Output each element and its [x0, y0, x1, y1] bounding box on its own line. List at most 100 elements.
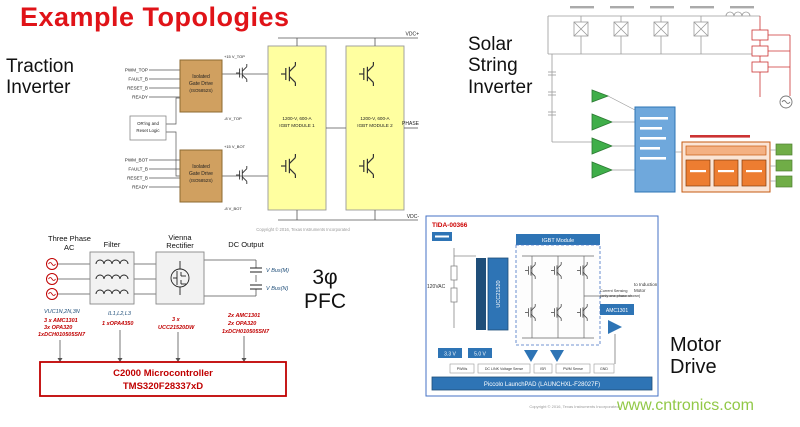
svg-text:IGBT Module: IGBT Module	[542, 238, 574, 244]
svg-text:(only one phase shown): (only one phase shown)	[600, 294, 641, 298]
svg-text:1200-V, 600-A: 1200-V, 600-A	[282, 116, 312, 121]
gate-driver-block: UCC21520	[487, 257, 509, 331]
current-sense-amp: AMC1301	[600, 304, 634, 364]
interface-wires	[675, 149, 776, 182]
ti-copyright: Copyright © 2016, Texas Instruments Inco…	[256, 227, 350, 232]
tiny-text-skeleton	[690, 135, 750, 138]
driver-supply-labels: +15 V_TOP -8 V_TOP +15 V_BOT -8 V_BOT	[224, 54, 246, 211]
ac-input-label: 120VAC	[427, 284, 446, 290]
svg-text:-8 V_TOP: -8 V_TOP	[224, 116, 242, 121]
svg-text:AC: AC	[64, 243, 75, 252]
tiny-text-skeleton	[435, 235, 449, 238]
svg-text:Rectifier: Rectifier	[166, 241, 194, 250]
filter-block	[89, 251, 135, 305]
mcu-box: C2000 Microcontroller TMS320F28337xD	[39, 361, 287, 397]
svg-text:TMS320F28337xD: TMS320F28337xD	[123, 381, 203, 392]
signal-reset-b: RESET_B	[127, 176, 148, 181]
svg-text:(ISO5852S): (ISO5852S)	[189, 88, 213, 93]
tiny-text-skeleton	[690, 170, 762, 173]
inverter-rails	[522, 255, 624, 339]
svg-text:ISR: ISR	[540, 367, 546, 371]
voltage-sense-label: VUC1N,2N,3N	[44, 309, 80, 315]
traction-inputs-top: PWM_TOP FAULT_B RESET_B READY	[125, 68, 148, 100]
pfc-label: 3φ PFC	[304, 266, 346, 314]
svg-text:1 xOPA4350: 1 xOPA4350	[102, 321, 133, 327]
svg-text:GND: GND	[600, 367, 608, 371]
motor-note: to Induction	[634, 282, 658, 287]
input-divider	[450, 248, 476, 328]
current-sensing-note: Current Sensing	[600, 289, 627, 293]
opamp-triangle-icons	[591, 89, 614, 179]
igbt-module-block: IGBT Module	[515, 234, 624, 346]
svg-text:Piccolo LaunchPAD (LAUNCHXL-F2: Piccolo LaunchPAD (LAUNCHXL-F28027F)	[484, 382, 600, 388]
svg-text:3.3 V: 3.3 V	[444, 352, 456, 358]
svg-text:Reset Logic: Reset Logic	[136, 128, 160, 133]
watermark: www.cntronics.com	[617, 397, 754, 414]
svg-text:PWMs: PWMs	[457, 367, 468, 371]
power-module-block	[681, 141, 771, 193]
vbus-n-label: V Bus(N)	[266, 286, 288, 292]
svg-text:1200-V, 600-A: 1200-V, 600-A	[360, 116, 390, 121]
iso-amp-triangle-icons	[524, 350, 564, 362]
signal-fault-b: FAULT_B	[128, 167, 148, 172]
phase-label: PHASE	[402, 121, 420, 127]
igbt-module-2: 1200-V, 600-A IGBT MODULE 2	[345, 45, 405, 211]
vienna-rectifier-label: Vienna	[168, 233, 192, 242]
svg-text:3 x: 3 x	[172, 317, 181, 323]
traction-inputs-bottom: PWM_BOT FAULT_B RESET_B READY	[125, 158, 148, 190]
rail-bottom-label: VDC-	[407, 214, 420, 220]
gate-driver-1: Isolated Gate Drive (ISO5852S)	[179, 59, 223, 113]
svg-text:(ISO5852S): (ISO5852S)	[189, 178, 213, 183]
svg-text:DC LINK Voltage Sense: DC LINK Voltage Sense	[485, 367, 523, 371]
signal-wires	[149, 69, 268, 188]
svg-text:2x AMC1301: 2x AMC1301	[227, 313, 260, 319]
booster-transistor-icon	[235, 165, 248, 185]
gate-driver-2: Isolated Gate Drive (ISO5852S)	[179, 149, 223, 203]
svg-text:PWM Sense: PWM Sense	[563, 367, 583, 371]
tiny-text-skeleton	[570, 6, 754, 9]
filter-label: Filter	[104, 240, 121, 249]
dc-rails	[278, 37, 418, 221]
signal-reset-b: RESET_B	[127, 86, 148, 91]
amp-triangle-icon	[608, 320, 622, 334]
tiny-text-skeleton	[640, 117, 668, 160]
phase-wires	[58, 259, 257, 297]
solar-string-inverter-diagram	[547, 6, 793, 193]
vbus-m-label: V Bus(M)	[266, 268, 289, 274]
svg-text:5.0 V: 5.0 V	[474, 352, 486, 358]
svg-text:-8 V_BOT: -8 V_BOT	[224, 206, 242, 211]
solar-string-inverter-label: Solar String Inverter	[468, 34, 533, 98]
traction-inverter-label: Traction Inverter	[6, 56, 74, 99]
signal-pwm-bot: PWM_BOT	[125, 158, 148, 163]
svg-text:Gate Drive: Gate Drive	[189, 171, 213, 177]
signal-pwm-top: PWM_TOP	[125, 68, 148, 73]
svg-text:3x OPA320: 3x OPA320	[44, 325, 72, 331]
isolator-block	[476, 258, 486, 330]
svg-text:Isolated: Isolated	[192, 74, 210, 80]
mcu-connection-arrows	[57, 330, 247, 362]
amp-wires	[607, 95, 636, 171]
rail-top-label: VDC+	[406, 32, 420, 38]
svg-text:UCC21520DW: UCC21520DW	[158, 325, 195, 331]
mosfet-icon	[170, 261, 190, 295]
ac-source-icons	[46, 258, 58, 300]
launchpad-bar: Piccolo LaunchPAD (LAUNCHXL-F28027F)	[431, 376, 653, 391]
svg-text:IGBT MODULE 1: IGBT MODULE 1	[279, 123, 315, 128]
svg-text:2x OPA320: 2x OPA320	[227, 321, 256, 327]
signal-ready: READY	[132, 185, 148, 190]
grid-side-filter	[751, 16, 791, 97]
page-title: Example Topologies	[20, 2, 290, 32]
ldo-blocks: 3.3 V 5.0 V	[438, 348, 492, 358]
dc-bus-capacitors	[250, 267, 262, 290]
vienna-rectifier-block	[155, 251, 205, 305]
tida-number: TIDA-00366	[432, 222, 468, 229]
signal-interface-row: PWMs DC LINK Voltage Sense ISR PWM Sense…	[449, 363, 615, 374]
svg-text:+15 V_TOP: +15 V_TOP	[224, 54, 245, 59]
three-phase-ac-label: Three Phase	[48, 234, 91, 243]
svg-text:+15 V_BOT: +15 V_BOT	[224, 144, 246, 149]
igbt-module-1: 1200-V, 600-A IGBT MODULE 1	[267, 45, 327, 211]
dc-output-label: DC Output	[228, 240, 264, 249]
svg-text:UCC21520: UCC21520	[496, 280, 502, 307]
svg-text:C2000 Microcontroller: C2000 Microcontroller	[113, 368, 213, 379]
